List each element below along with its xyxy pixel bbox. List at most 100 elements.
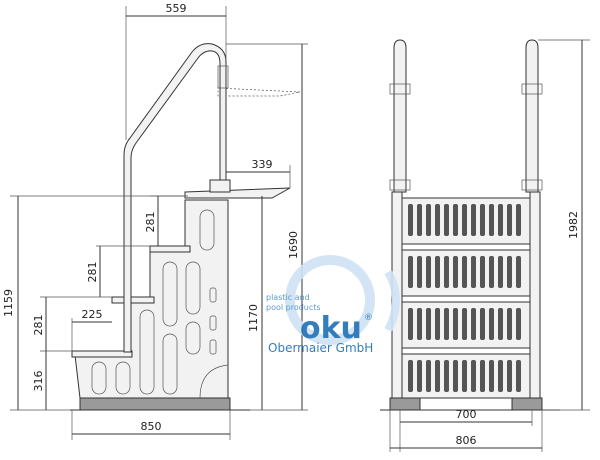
front-left-clamp <box>389 83 411 95</box>
side-slot <box>185 321 201 355</box>
dim-label-first-step: 316 <box>32 371 45 392</box>
front-slot <box>516 308 521 340</box>
front-left-handrail <box>393 39 407 193</box>
front-slot <box>462 256 467 288</box>
front-slot <box>489 204 494 236</box>
front-slot <box>417 308 422 340</box>
front-step-slots <box>408 204 521 392</box>
front-slot <box>516 256 521 288</box>
front-slot <box>408 256 413 288</box>
dim-label-platform-height: 1159 <box>2 289 15 317</box>
front-slot <box>453 360 458 392</box>
front-slot <box>417 360 422 392</box>
side-handrail <box>123 43 227 353</box>
side-slot <box>199 209 215 251</box>
dim-label-base-width: 850 <box>141 420 162 433</box>
front-slot <box>516 360 521 392</box>
front-slot <box>444 204 449 236</box>
side-view: 559 339 281 281 281 225 316 1159 <box>2 2 308 440</box>
front-slot <box>471 360 476 392</box>
dim-label-top-width: 559 <box>166 2 187 15</box>
side-handrail-clamp <box>217 65 229 89</box>
side-slot <box>185 261 201 315</box>
front-slot <box>435 360 440 392</box>
front-slot <box>435 204 440 236</box>
front-slot <box>444 256 449 288</box>
side-slot <box>162 333 178 395</box>
dim-label-platform: 339 <box>252 158 273 171</box>
front-slot <box>462 204 467 236</box>
front-slot <box>507 360 512 392</box>
front-slot <box>489 308 494 340</box>
side-tread-3 <box>149 245 191 253</box>
front-slot <box>498 204 503 236</box>
side-slot <box>115 361 131 395</box>
side-platform-bracket <box>209 179 231 193</box>
front-slot <box>426 256 431 288</box>
front-slot <box>408 308 413 340</box>
front-slot <box>480 308 485 340</box>
side-slot <box>91 361 107 395</box>
side-tread-1 <box>71 350 133 358</box>
front-left-clamp <box>389 179 411 191</box>
side-platform <box>184 187 291 199</box>
front-slot <box>408 204 413 236</box>
front-slot <box>426 204 431 236</box>
front-slot <box>498 256 503 288</box>
watermark-tagline-2: pool products <box>266 303 321 312</box>
dim-label-step-upper: 281 <box>144 212 157 233</box>
front-slot <box>417 204 422 236</box>
front-slot <box>489 360 494 392</box>
front-slot <box>480 360 485 392</box>
front-slot <box>507 256 512 288</box>
dim-label-handrail-height: 1690 <box>287 231 300 259</box>
side-slot <box>209 287 217 303</box>
front-slot <box>426 308 431 340</box>
front-slot <box>471 308 476 340</box>
front-slot <box>489 256 494 288</box>
front-view: 1982 700 806 <box>380 39 590 452</box>
front-slot <box>507 308 512 340</box>
front-slot <box>471 204 476 236</box>
front-slot <box>435 256 440 288</box>
front-slot <box>453 256 458 288</box>
side-slot <box>139 309 155 395</box>
side-tread-2 <box>111 296 155 304</box>
watermark-brand: oku <box>300 311 362 346</box>
dim-label-step-mid: 281 <box>86 262 99 283</box>
side-folded-platform <box>217 87 301 97</box>
front-slot <box>435 308 440 340</box>
front-slot <box>426 360 431 392</box>
watermark-company: Obermaier GmbH <box>268 341 373 355</box>
dim-label-total-height: 1982 <box>567 211 580 239</box>
front-left-foot <box>389 397 421 411</box>
side-slot <box>209 315 217 331</box>
front-right-clamp <box>521 83 543 95</box>
front-slot <box>462 360 467 392</box>
front-slot <box>453 308 458 340</box>
front-slot <box>516 204 521 236</box>
front-slot <box>471 256 476 288</box>
watermark-arc <box>384 270 400 332</box>
front-slot <box>453 204 458 236</box>
front-slot <box>408 360 413 392</box>
dim-label-step-lower: 281 <box>32 315 45 336</box>
front-slot <box>480 256 485 288</box>
front-right-frame <box>529 191 541 399</box>
front-slot <box>462 308 467 340</box>
front-slot <box>507 204 512 236</box>
oku-watermark: plastic and pool products oku ® Obermaie… <box>266 255 400 355</box>
dim-label-base-to-platform: 1170 <box>247 304 260 332</box>
front-slot <box>444 360 449 392</box>
side-slot <box>209 339 217 355</box>
side-slot <box>162 261 178 327</box>
front-slot <box>498 360 503 392</box>
dim-label-inner-width: 700 <box>456 408 477 421</box>
dim-label-outer-width: 806 <box>456 434 477 447</box>
front-slot <box>444 308 449 340</box>
front-right-clamp <box>521 179 543 191</box>
front-right-foot <box>511 397 543 411</box>
front-slot <box>417 256 422 288</box>
watermark-ring <box>285 255 375 345</box>
